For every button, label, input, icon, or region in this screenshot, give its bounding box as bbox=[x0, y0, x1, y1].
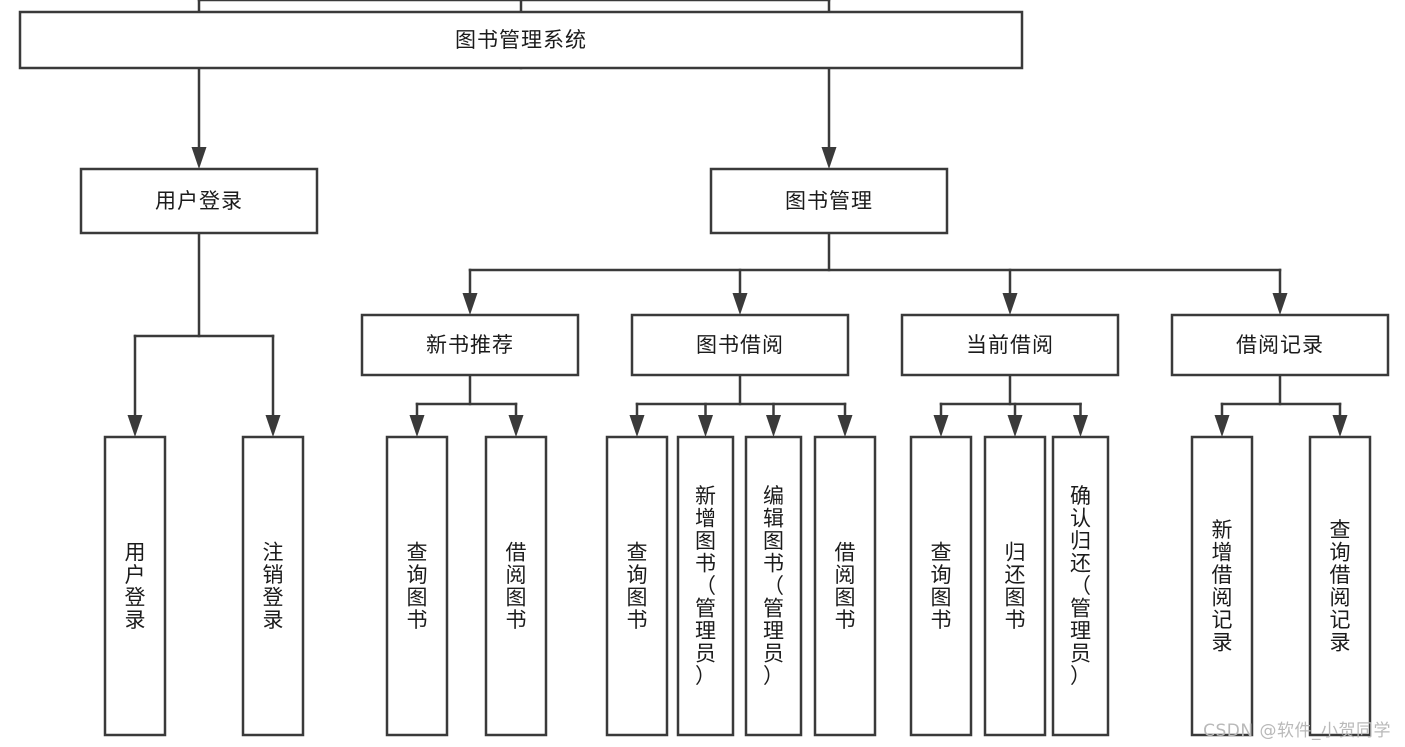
node-label: 归还图书 bbox=[1005, 540, 1026, 632]
node-box bbox=[1308, 435, 1372, 737]
link-borrow-record-leaf-query-borrow-record-arrowhead bbox=[1332, 415, 1348, 437]
node-label: 借阅图书 bbox=[835, 540, 856, 632]
node-box bbox=[744, 435, 803, 737]
node-leaf-add-book-admin[interactable]: 新增图书（管理员） bbox=[676, 435, 735, 737]
node-leaf-borrow-book[interactable]: 借阅图书 bbox=[813, 435, 877, 737]
node-box bbox=[813, 435, 877, 737]
link-book-borrow-leaf-query-book-borrow-arrowhead bbox=[629, 415, 645, 437]
link-book-manage-current-borrow-arrowhead bbox=[1002, 293, 1018, 315]
node-label: 确认归还（管理员） bbox=[1070, 484, 1091, 688]
node-root[interactable]: 图书管理系统 bbox=[18, 10, 1024, 70]
csdn-watermark: CSDN @软件_小贺同学 bbox=[1203, 721, 1391, 741]
node-leaf-borrow-book-rec[interactable]: 借阅图书 bbox=[484, 435, 548, 737]
node-label: 新增图书（管理员） bbox=[695, 484, 716, 688]
link-new-book-recommend-leaf-query-book-rec-arrowhead bbox=[409, 415, 425, 437]
node-label: 查询图书 bbox=[627, 540, 648, 632]
node-layer: 图书管理系统用户登录图书管理新书推荐图书借阅当前借阅借阅记录用户登录注销登录查询… bbox=[18, 10, 1390, 737]
node-label: 查询图书 bbox=[407, 540, 428, 632]
node-leaf-edit-book-admin[interactable]: 编辑图书（管理员） bbox=[744, 435, 803, 737]
node-box bbox=[676, 435, 735, 737]
node-label: 借阅图书 bbox=[506, 540, 527, 632]
node-label: 图书管理系统 bbox=[455, 28, 587, 52]
node-label: 用户登录 bbox=[125, 540, 146, 632]
node-leaf-add-borrow-record[interactable]: 新增借阅记录 bbox=[1190, 435, 1254, 737]
node-box bbox=[605, 435, 669, 737]
link-book-manage-borrow-record-arrowhead bbox=[1272, 293, 1288, 315]
node-box bbox=[360, 313, 580, 377]
node-leaf-query-book-current[interactable]: 查询图书 bbox=[909, 435, 973, 737]
link-book-borrow-leaf-add-book-admin-arrowhead bbox=[698, 415, 713, 437]
link-current-borrow-leaf-return-book-arrowhead bbox=[1007, 415, 1023, 437]
link-user-login-leaf-user-login-arrowhead bbox=[127, 415, 143, 437]
node-box bbox=[909, 435, 973, 737]
node-box bbox=[103, 435, 167, 737]
node-book-manage[interactable]: 图书管理 bbox=[709, 167, 949, 235]
node-box bbox=[709, 167, 949, 235]
link-book-borrow-leaf-borrow-book-arrowhead bbox=[837, 415, 853, 437]
node-current-borrow[interactable]: 当前借阅 bbox=[900, 313, 1120, 377]
link-root-user-login-arrowhead bbox=[191, 147, 207, 169]
node-box bbox=[1051, 435, 1110, 737]
node-label: 查询图书 bbox=[931, 540, 952, 632]
link-book-borrow-leaf-edit-book-admin-arrowhead bbox=[766, 415, 781, 437]
node-box bbox=[1170, 313, 1390, 377]
node-box bbox=[18, 10, 1024, 70]
link-book-manage-new-book-recommend-arrowhead bbox=[462, 293, 478, 315]
node-leaf-query-book-borrow[interactable]: 查询图书 bbox=[605, 435, 669, 737]
node-box bbox=[484, 435, 548, 737]
node-new-book-recommend[interactable]: 新书推荐 bbox=[360, 313, 580, 377]
node-leaf-user-login[interactable]: 用户登录 bbox=[103, 435, 167, 737]
link-borrow-record-leaf-add-borrow-record-arrowhead bbox=[1214, 415, 1230, 437]
node-leaf-confirm-return-admin[interactable]: 确认归还（管理员） bbox=[1051, 435, 1110, 737]
node-leaf-return-book[interactable]: 归还图书 bbox=[983, 435, 1047, 737]
node-book-borrow[interactable]: 图书借阅 bbox=[630, 313, 850, 377]
link-new-book-recommend-leaf-borrow-book-rec-arrowhead bbox=[508, 415, 524, 437]
node-box bbox=[79, 167, 319, 235]
connector-layer bbox=[127, 0, 1348, 437]
node-leaf-query-book-rec[interactable]: 查询图书 bbox=[385, 435, 449, 737]
node-leaf-logout[interactable]: 注销登录 bbox=[241, 435, 305, 737]
link-root-book-manage-arrowhead bbox=[821, 147, 837, 169]
node-label: 用户登录 bbox=[155, 189, 243, 213]
node-box bbox=[900, 313, 1120, 377]
node-borrow-record[interactable]: 借阅记录 bbox=[1170, 313, 1390, 377]
node-label: 查询借阅记录 bbox=[1330, 518, 1351, 655]
link-book-manage-book-borrow-arrowhead bbox=[732, 293, 748, 315]
node-label: 注销登录 bbox=[263, 540, 284, 632]
node-user-login[interactable]: 用户登录 bbox=[79, 167, 319, 235]
node-box bbox=[385, 435, 449, 737]
node-label: 新增借阅记录 bbox=[1212, 518, 1233, 655]
node-leaf-query-borrow-record[interactable]: 查询借阅记录 bbox=[1308, 435, 1372, 737]
node-label: 当前借阅 bbox=[966, 333, 1054, 357]
node-box bbox=[983, 435, 1047, 737]
link-current-borrow-leaf-query-book-current-arrowhead bbox=[933, 415, 949, 437]
node-label: 编辑图书（管理员） bbox=[763, 484, 784, 688]
node-label: 图书借阅 bbox=[696, 333, 784, 357]
link-current-borrow-leaf-confirm-return-admin-arrowhead bbox=[1073, 415, 1088, 437]
node-box bbox=[630, 313, 850, 377]
node-box bbox=[1190, 435, 1254, 737]
link-user-login-leaf-logout-arrowhead bbox=[265, 415, 281, 437]
node-label: 图书管理 bbox=[785, 189, 873, 213]
node-label: 借阅记录 bbox=[1236, 333, 1324, 357]
node-box bbox=[241, 435, 305, 737]
node-label: 新书推荐 bbox=[426, 333, 514, 357]
